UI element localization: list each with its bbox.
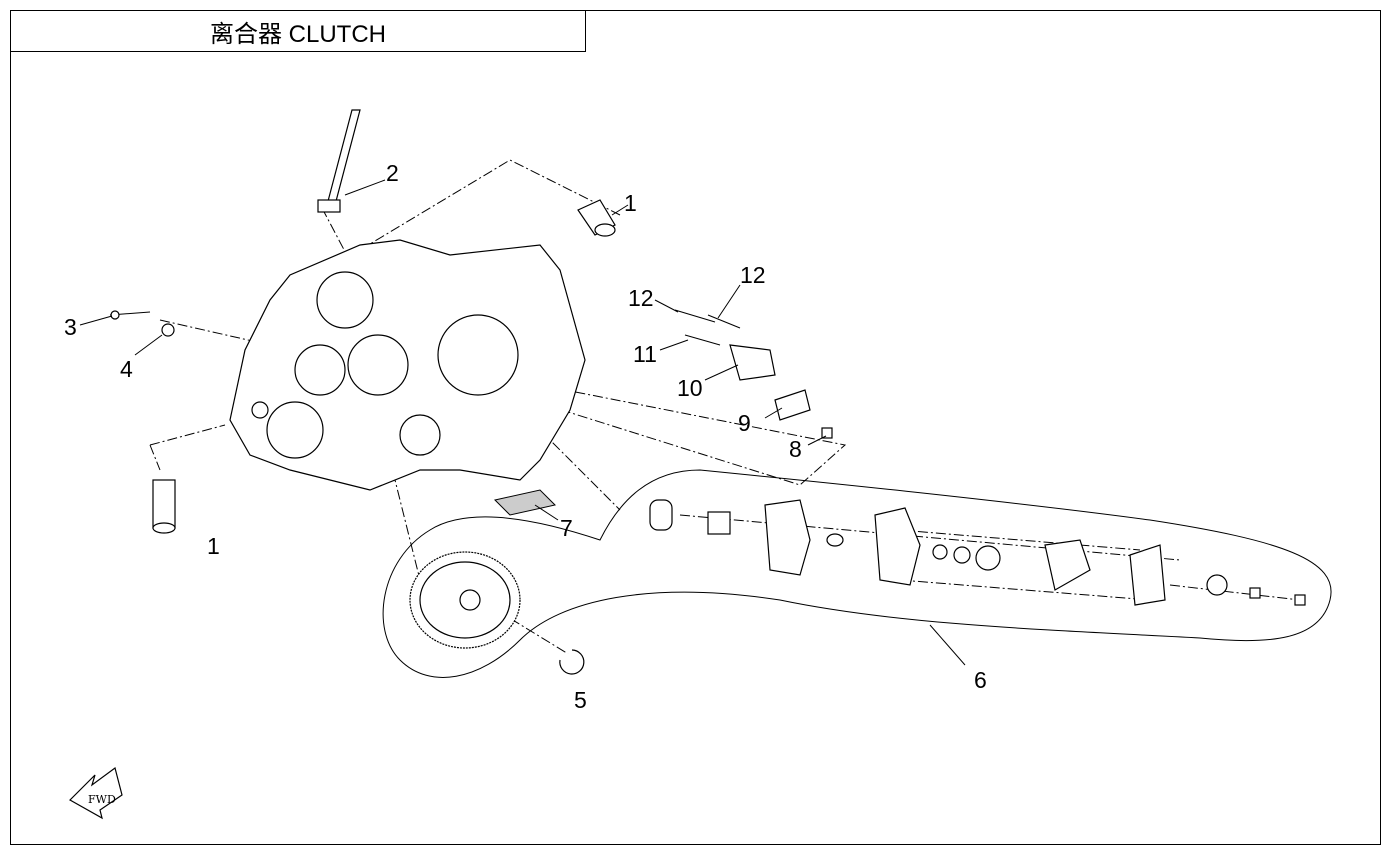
clutch-components — [649, 499, 1306, 606]
drawing-frame — [10, 10, 1381, 845]
callout-10: 10 — [677, 375, 703, 401]
assembly-6-outline — [382, 469, 1332, 678]
callout-12: 12 — [628, 285, 654, 311]
crankcase — [229, 239, 586, 491]
pump-parts — [674, 309, 833, 439]
dowel-part-1b — [152, 479, 176, 534]
clutch-gear — [409, 551, 521, 649]
callout-2: 2 — [386, 160, 399, 186]
callout-7: 7 — [560, 515, 573, 541]
page-title: 离合器 CLUTCH — [209, 20, 386, 48]
callout-1b: 1 — [207, 533, 220, 559]
fwd-text: FWD — [88, 793, 116, 806]
bolt-part-3 — [109, 310, 151, 320]
filter-screen-part-7 — [494, 489, 556, 516]
callout-8: 8 — [789, 436, 802, 462]
callout-9: 9 — [738, 410, 751, 436]
fwd-arrow-icon: FWD — [69, 766, 123, 820]
leader-lines — [79, 179, 966, 666]
callout-12b: 12 — [740, 262, 766, 288]
callout-1: 1 — [624, 190, 637, 216]
washer-part-4 — [161, 323, 175, 337]
shaft-part-2 — [317, 109, 361, 213]
title-block: 离合器 CLUTCH — [10, 10, 586, 52]
callout-11: 11 — [633, 341, 657, 367]
callout-6: 6 — [974, 667, 987, 693]
callout-3: 3 — [64, 314, 77, 340]
dowel-part-1 — [577, 199, 616, 237]
circlip-part-5 — [559, 649, 585, 675]
callout-4: 4 — [120, 356, 133, 382]
callout-5: 5 — [574, 687, 587, 713]
